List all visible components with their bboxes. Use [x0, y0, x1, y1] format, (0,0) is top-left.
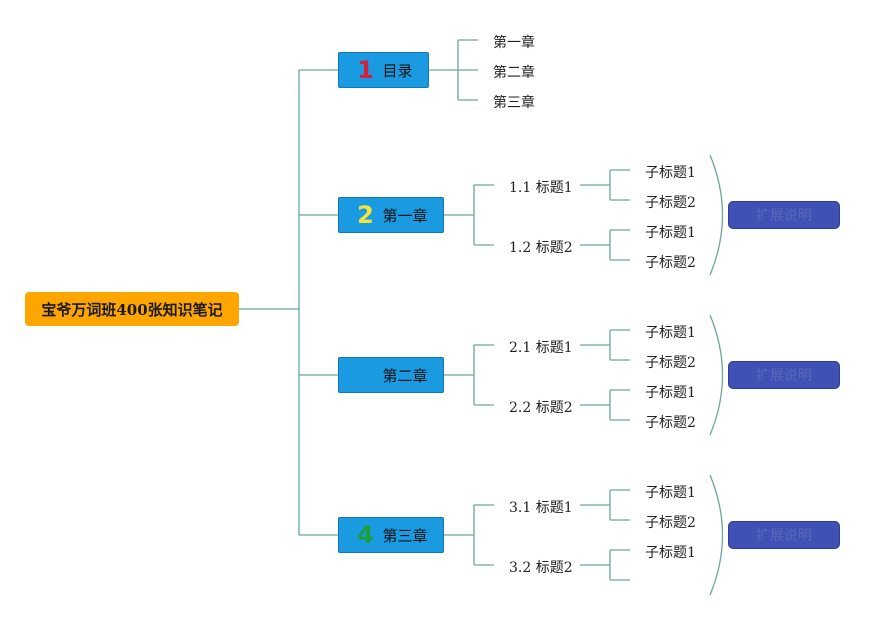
chapter-label: 第三章: [382, 526, 428, 545]
root-label: 宝爷万词班400张知识笔记: [41, 300, 223, 319]
section-node[interactable]: 2.1 标题1: [509, 340, 573, 356]
subtitle-node[interactable]: 子标题1: [645, 385, 696, 401]
chapter-label: 目录: [382, 61, 413, 80]
root-node[interactable]: 宝爷万词班400张知识笔记: [25, 292, 239, 326]
extension-note[interactable]: 扩展说明: [728, 361, 840, 389]
subtitle-node[interactable]: 子标题2: [645, 355, 696, 371]
chapter-node-toc[interactable]: 1 目录: [338, 52, 429, 88]
note-label: 扩展说明: [756, 208, 812, 224]
extension-note[interactable]: 扩展说明: [728, 201, 840, 229]
subtitle-node[interactable]: 子标题2: [645, 255, 696, 271]
chapter-label: 第二章: [382, 366, 428, 385]
toc-item[interactable]: 第一章: [493, 35, 535, 51]
subtitle-node[interactable]: 子标题2: [645, 515, 696, 531]
note-label: 扩展说明: [756, 528, 812, 544]
toc-item[interactable]: 第二章: [493, 65, 535, 81]
number-1-icon: 1: [357, 56, 374, 84]
section-node[interactable]: 3.2 标题2: [509, 560, 573, 576]
number-4-icon: 4: [357, 521, 374, 549]
number-2-icon: 2: [357, 201, 374, 229]
subtitle-node[interactable]: 子标题1: [645, 485, 696, 501]
toc-item[interactable]: 第三章: [493, 95, 535, 111]
extension-note[interactable]: 扩展说明: [728, 521, 840, 549]
section-node[interactable]: 3.1 标题1: [509, 500, 573, 516]
subtitle-node[interactable]: 子标题1: [645, 325, 696, 341]
section-node[interactable]: 1.1 标题1: [509, 180, 573, 196]
note-label: 扩展说明: [756, 368, 812, 384]
chapter-node-1[interactable]: 2 第一章: [338, 197, 444, 233]
section-node[interactable]: 2.2 标题2: [509, 400, 573, 416]
chapter-node-3[interactable]: 4 第三章: [338, 517, 444, 553]
subtitle-node[interactable]: 子标题2: [645, 195, 696, 211]
section-node[interactable]: 1.2 标题2: [509, 240, 573, 256]
chapter-node-2[interactable]: 第二章: [338, 357, 444, 393]
subtitle-node[interactable]: 子标题1: [645, 225, 696, 241]
chapter-label: 第一章: [382, 206, 428, 225]
subtitle-node[interactable]: 子标题1: [645, 165, 696, 181]
subtitle-node[interactable]: 子标题1: [645, 545, 696, 561]
subtitle-node[interactable]: 子标题2: [645, 415, 696, 431]
